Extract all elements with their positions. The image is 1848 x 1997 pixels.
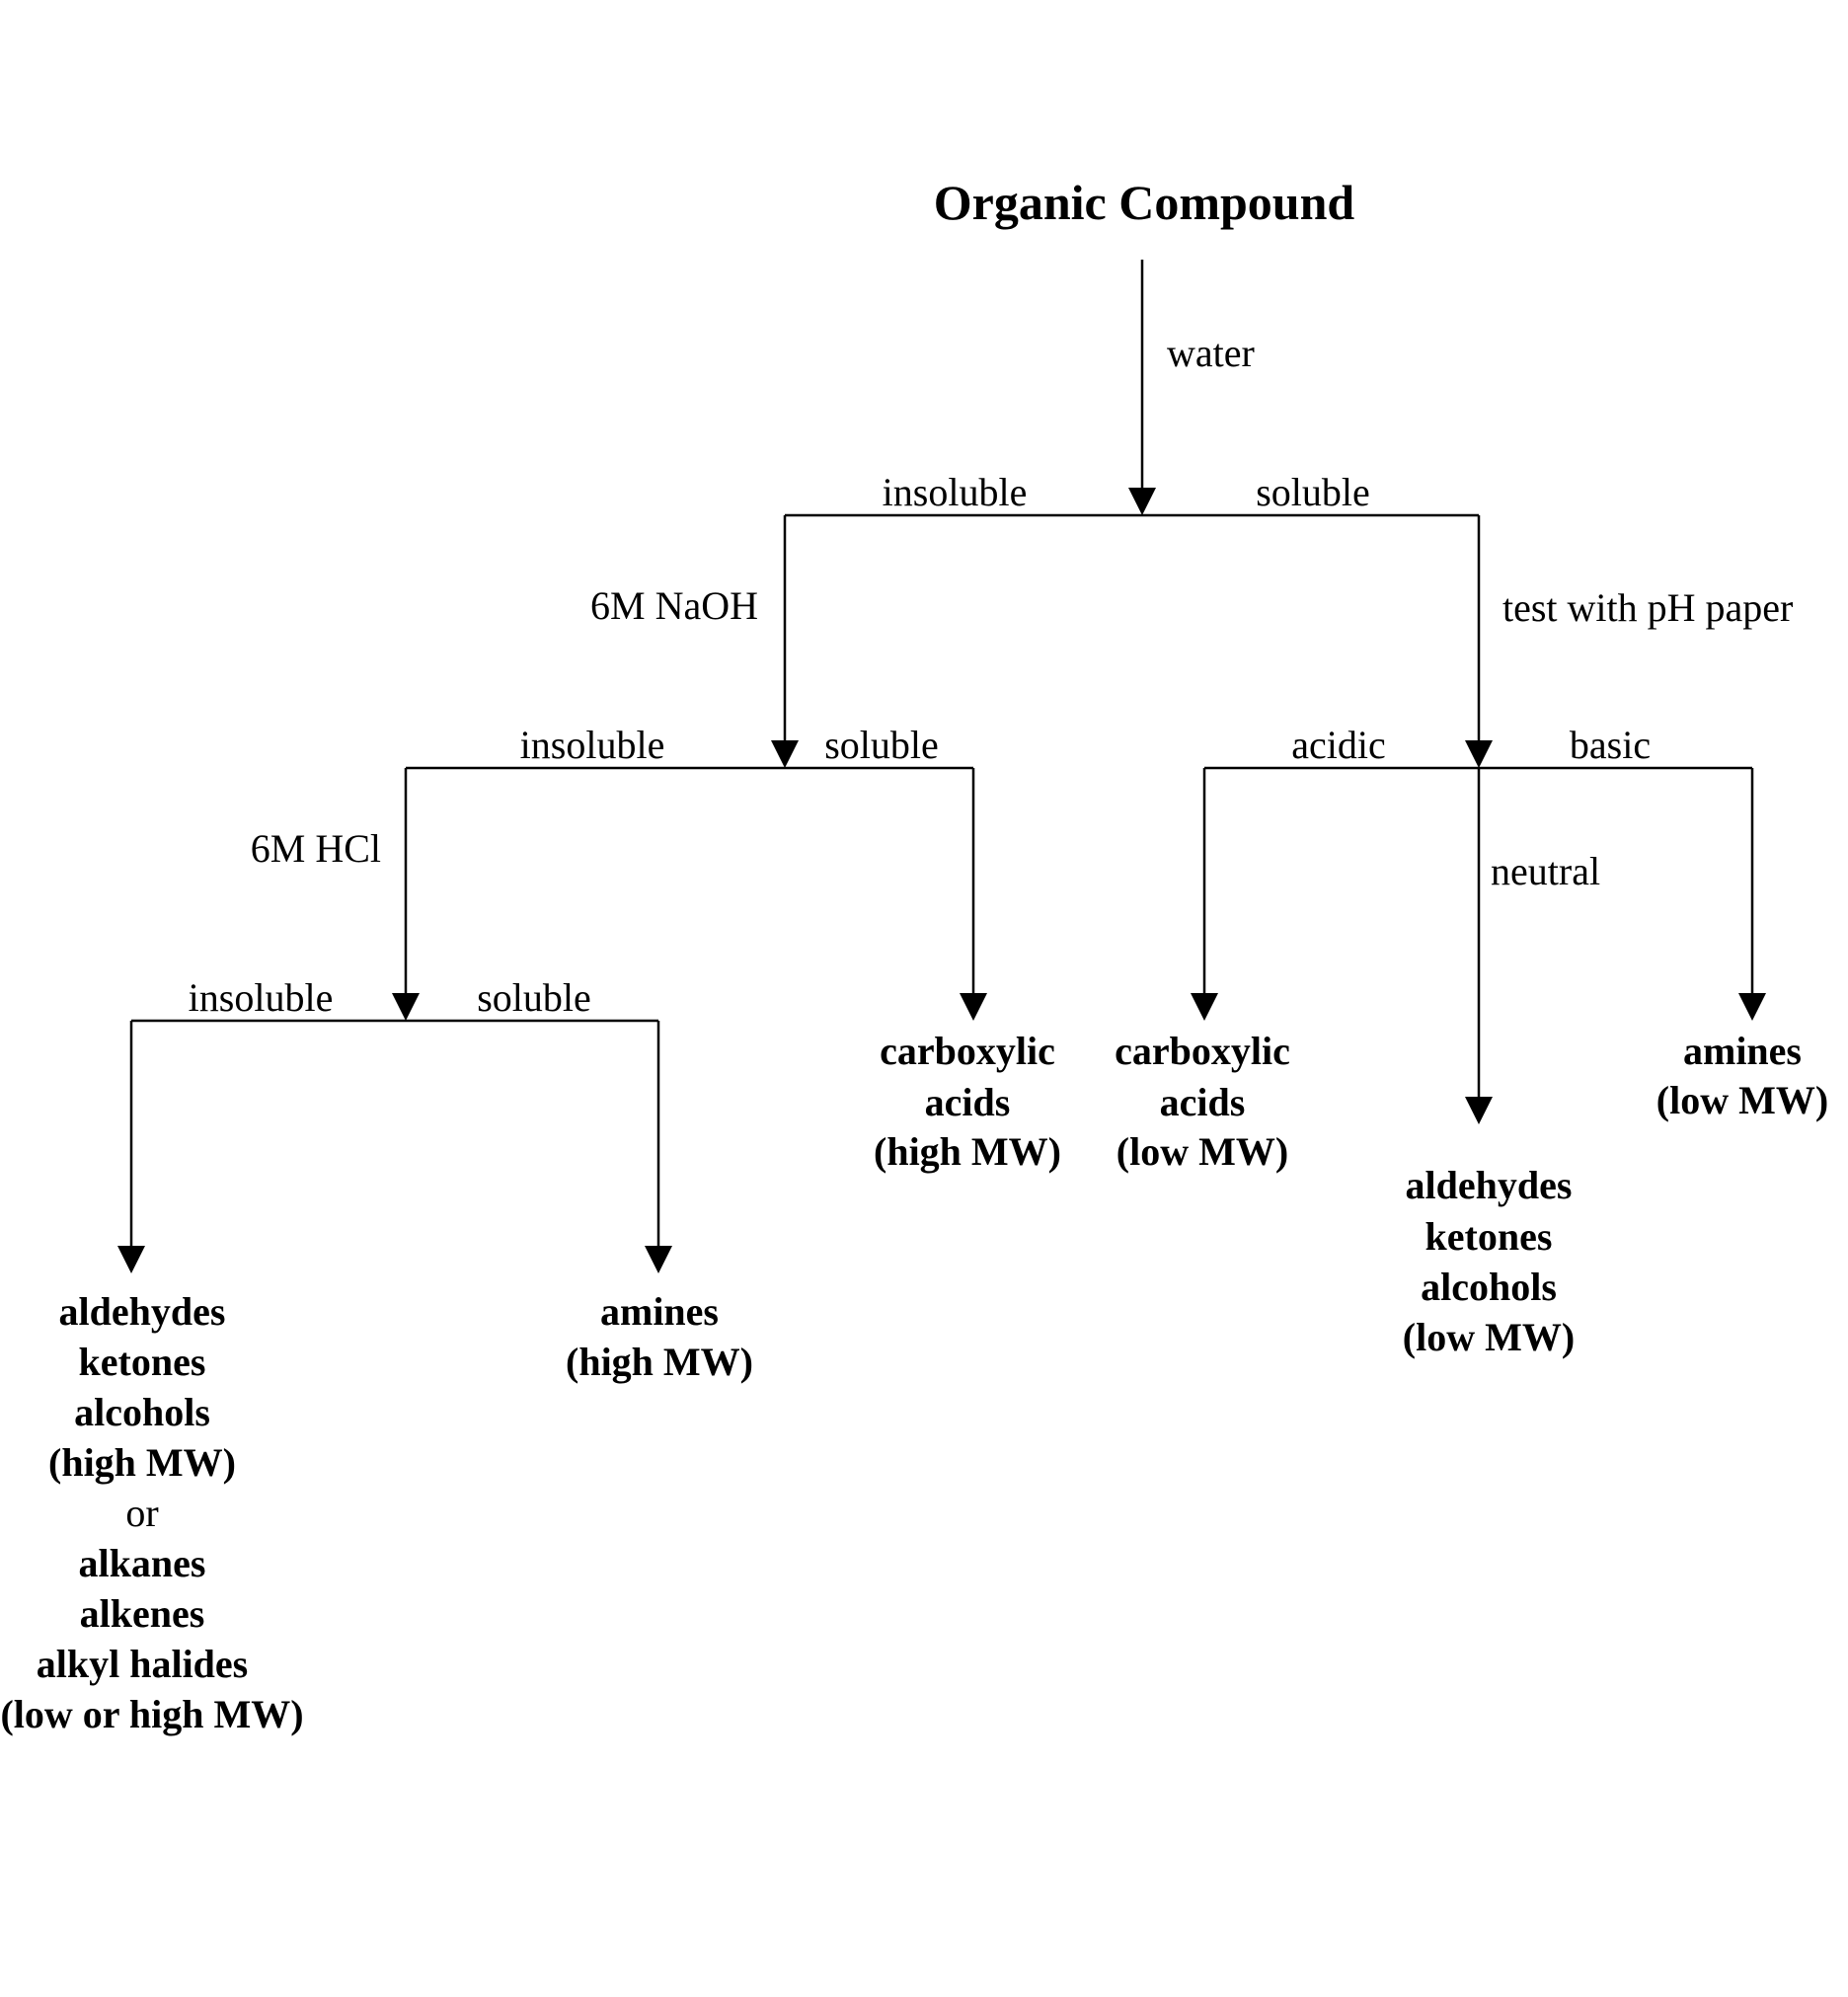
result-line: alcohols — [74, 1390, 210, 1434]
result-carboxylic-high: carboxylic acids (high MW) — [874, 1029, 1061, 1174]
branch-insoluble-water: insoluble — [883, 470, 1028, 514]
result-line: ketones — [1425, 1214, 1553, 1259]
reagent-hcl-label: 6M HCl — [251, 826, 381, 871]
result-line: (high MW) — [566, 1340, 753, 1384]
result-line: (low MW) — [1656, 1078, 1828, 1122]
result-line: aldehydes — [59, 1289, 226, 1334]
branch-labels: water insoluble soluble 6M NaOH test wit… — [189, 331, 1794, 1020]
result-line: alkenes — [80, 1591, 205, 1636]
result-carboxylic-low: carboxylic acids (low MW) — [1115, 1029, 1290, 1174]
arrowhead-water — [1128, 488, 1156, 515]
result-neutral-low: aldehydes ketones alcohols (low MW) — [1403, 1163, 1575, 1359]
branch-acidic: acidic — [1291, 723, 1386, 767]
result-line: aldehydes — [1406, 1163, 1573, 1207]
result-line: (low MW) — [1403, 1315, 1575, 1359]
result-connector-or: or — [125, 1491, 158, 1535]
reagent-ph-label: test with pH paper — [1502, 585, 1793, 630]
arrowhead-amines-high — [645, 1246, 672, 1273]
branch-soluble-water: soluble — [1256, 470, 1370, 514]
result-line: amines — [1683, 1029, 1802, 1073]
reagent-naoh-label: 6M NaOH — [590, 583, 758, 628]
result-neutral-high: aldehydes ketones alcohols (high MW) or … — [0, 1289, 303, 1736]
arrowhead-neutral-high — [117, 1246, 145, 1273]
branch-basic: basic — [1570, 723, 1651, 767]
diagram-title: Organic Compound — [934, 175, 1355, 230]
result-line: (low or high MW) — [0, 1692, 303, 1736]
branch-soluble-hcl: soluble — [477, 975, 591, 1020]
result-line: (low MW) — [1116, 1129, 1288, 1174]
result-line: alcohols — [1421, 1265, 1557, 1309]
result-line: alkanes — [79, 1541, 206, 1585]
branch-soluble-naoh: soluble — [824, 723, 939, 767]
arrowhead-carboxylic-low — [1191, 993, 1218, 1021]
arrowhead-hcl — [392, 993, 420, 1021]
arrowhead-naoh — [771, 740, 799, 768]
branch-insoluble-hcl: insoluble — [189, 975, 334, 1020]
result-line: alkyl halides — [37, 1642, 249, 1686]
arrowhead-ph — [1465, 740, 1493, 768]
branch-insoluble-naoh: insoluble — [520, 723, 665, 767]
arrowhead-carboxylic-high — [960, 993, 987, 1021]
result-line: ketones — [79, 1340, 206, 1384]
result-line: acids — [1160, 1080, 1246, 1124]
reagent-water-label: water — [1167, 331, 1255, 375]
arrowheads — [117, 488, 1766, 1273]
result-line: carboxylic — [1115, 1029, 1290, 1073]
result-line: amines — [600, 1289, 719, 1334]
connector-lines — [129, 260, 1754, 1252]
result-line: acids — [925, 1080, 1011, 1124]
branch-neutral: neutral — [1491, 849, 1600, 893]
result-line: carboxylic — [880, 1029, 1055, 1073]
arrowhead-neutral-low — [1465, 1097, 1493, 1124]
result-line: (high MW) — [48, 1440, 236, 1485]
result-line: (high MW) — [874, 1129, 1061, 1174]
arrowhead-amines-low — [1738, 993, 1766, 1021]
result-amines-low: amines (low MW) — [1656, 1029, 1828, 1122]
result-amines-high: amines (high MW) — [566, 1289, 753, 1384]
